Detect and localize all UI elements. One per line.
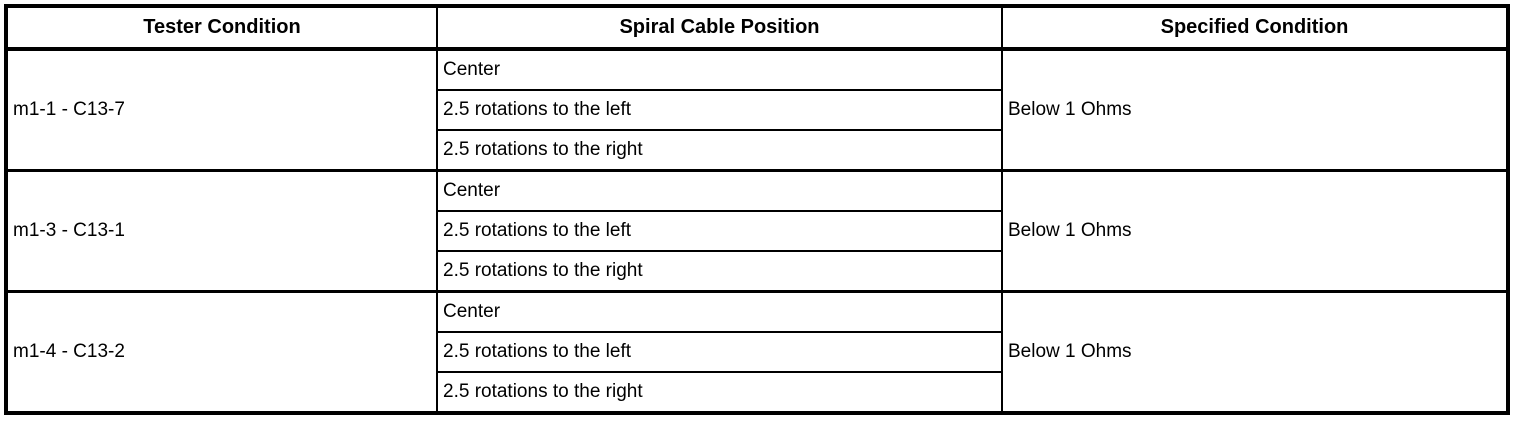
tester-condition-cell: m1-3 - C13-1 <box>5 169 438 293</box>
spiral-position-cell: 2.5 rotations to the left <box>436 331 1003 373</box>
table-row: 2.5 rotations to the left <box>6 331 1508 373</box>
table-row: m1-3 - C13-1 Center Below 1 Ohms <box>5 169 1509 293</box>
tester-condition-cell: m1-1 - C13-7 <box>5 47 438 172</box>
spiral-position-cell: 2.5 rotations to the left <box>436 210 1003 252</box>
table-body: m1-1 - C13-7 Center Below 1 Ohms 2.5 rot… <box>5 47 1509 414</box>
table-row: 2.5 rotations to the right <box>6 371 1508 414</box>
table-container: Tester Condition Spiral Cable Position S… <box>4 4 1510 415</box>
spiral-position-cell: Center <box>436 290 1003 333</box>
table-row: m1-4 - C13-2 Center Below 1 Ohms <box>5 290 1509 414</box>
spiral-position-cell: Center <box>436 169 1003 212</box>
spiral-cable-inspection-table: Tester Condition Spiral Cable Position S… <box>4 4 1510 415</box>
specified-condition-cell: Below 1 Ohms <box>1001 290 1509 414</box>
spiral-position-cell: 2.5 rotations to the right <box>436 129 1003 172</box>
table-row: 2.5 rotations to the left <box>6 89 1508 131</box>
specified-condition-cell: Below 1 Ohms <box>1001 47 1509 172</box>
spiral-position-cell: 2.5 rotations to the left <box>436 89 1003 131</box>
table-row: m1-1 - C13-7 Center Below 1 Ohms <box>5 47 1509 172</box>
column-header-specified-condition: Specified Condition <box>1001 5 1509 51</box>
column-header-tester-condition: Tester Condition <box>5 5 438 51</box>
spiral-position-cell: 2.5 rotations to the right <box>436 371 1003 414</box>
spiral-position-cell: Center <box>436 47 1003 91</box>
table-row: 2.5 rotations to the right <box>6 250 1508 293</box>
spiral-position-cell: 2.5 rotations to the right <box>436 250 1003 293</box>
table-header: Tester Condition Spiral Cable Position S… <box>5 5 1509 51</box>
table-row: 2.5 rotations to the left <box>6 210 1508 252</box>
specified-condition-cell: Below 1 Ohms <box>1001 169 1509 293</box>
column-header-spiral-cable-position: Spiral Cable Position <box>436 5 1003 51</box>
table-row: 2.5 rotations to the right <box>6 129 1508 172</box>
header-row: Tester Condition Spiral Cable Position S… <box>5 5 1509 51</box>
tester-condition-cell: m1-4 - C13-2 <box>5 290 438 414</box>
